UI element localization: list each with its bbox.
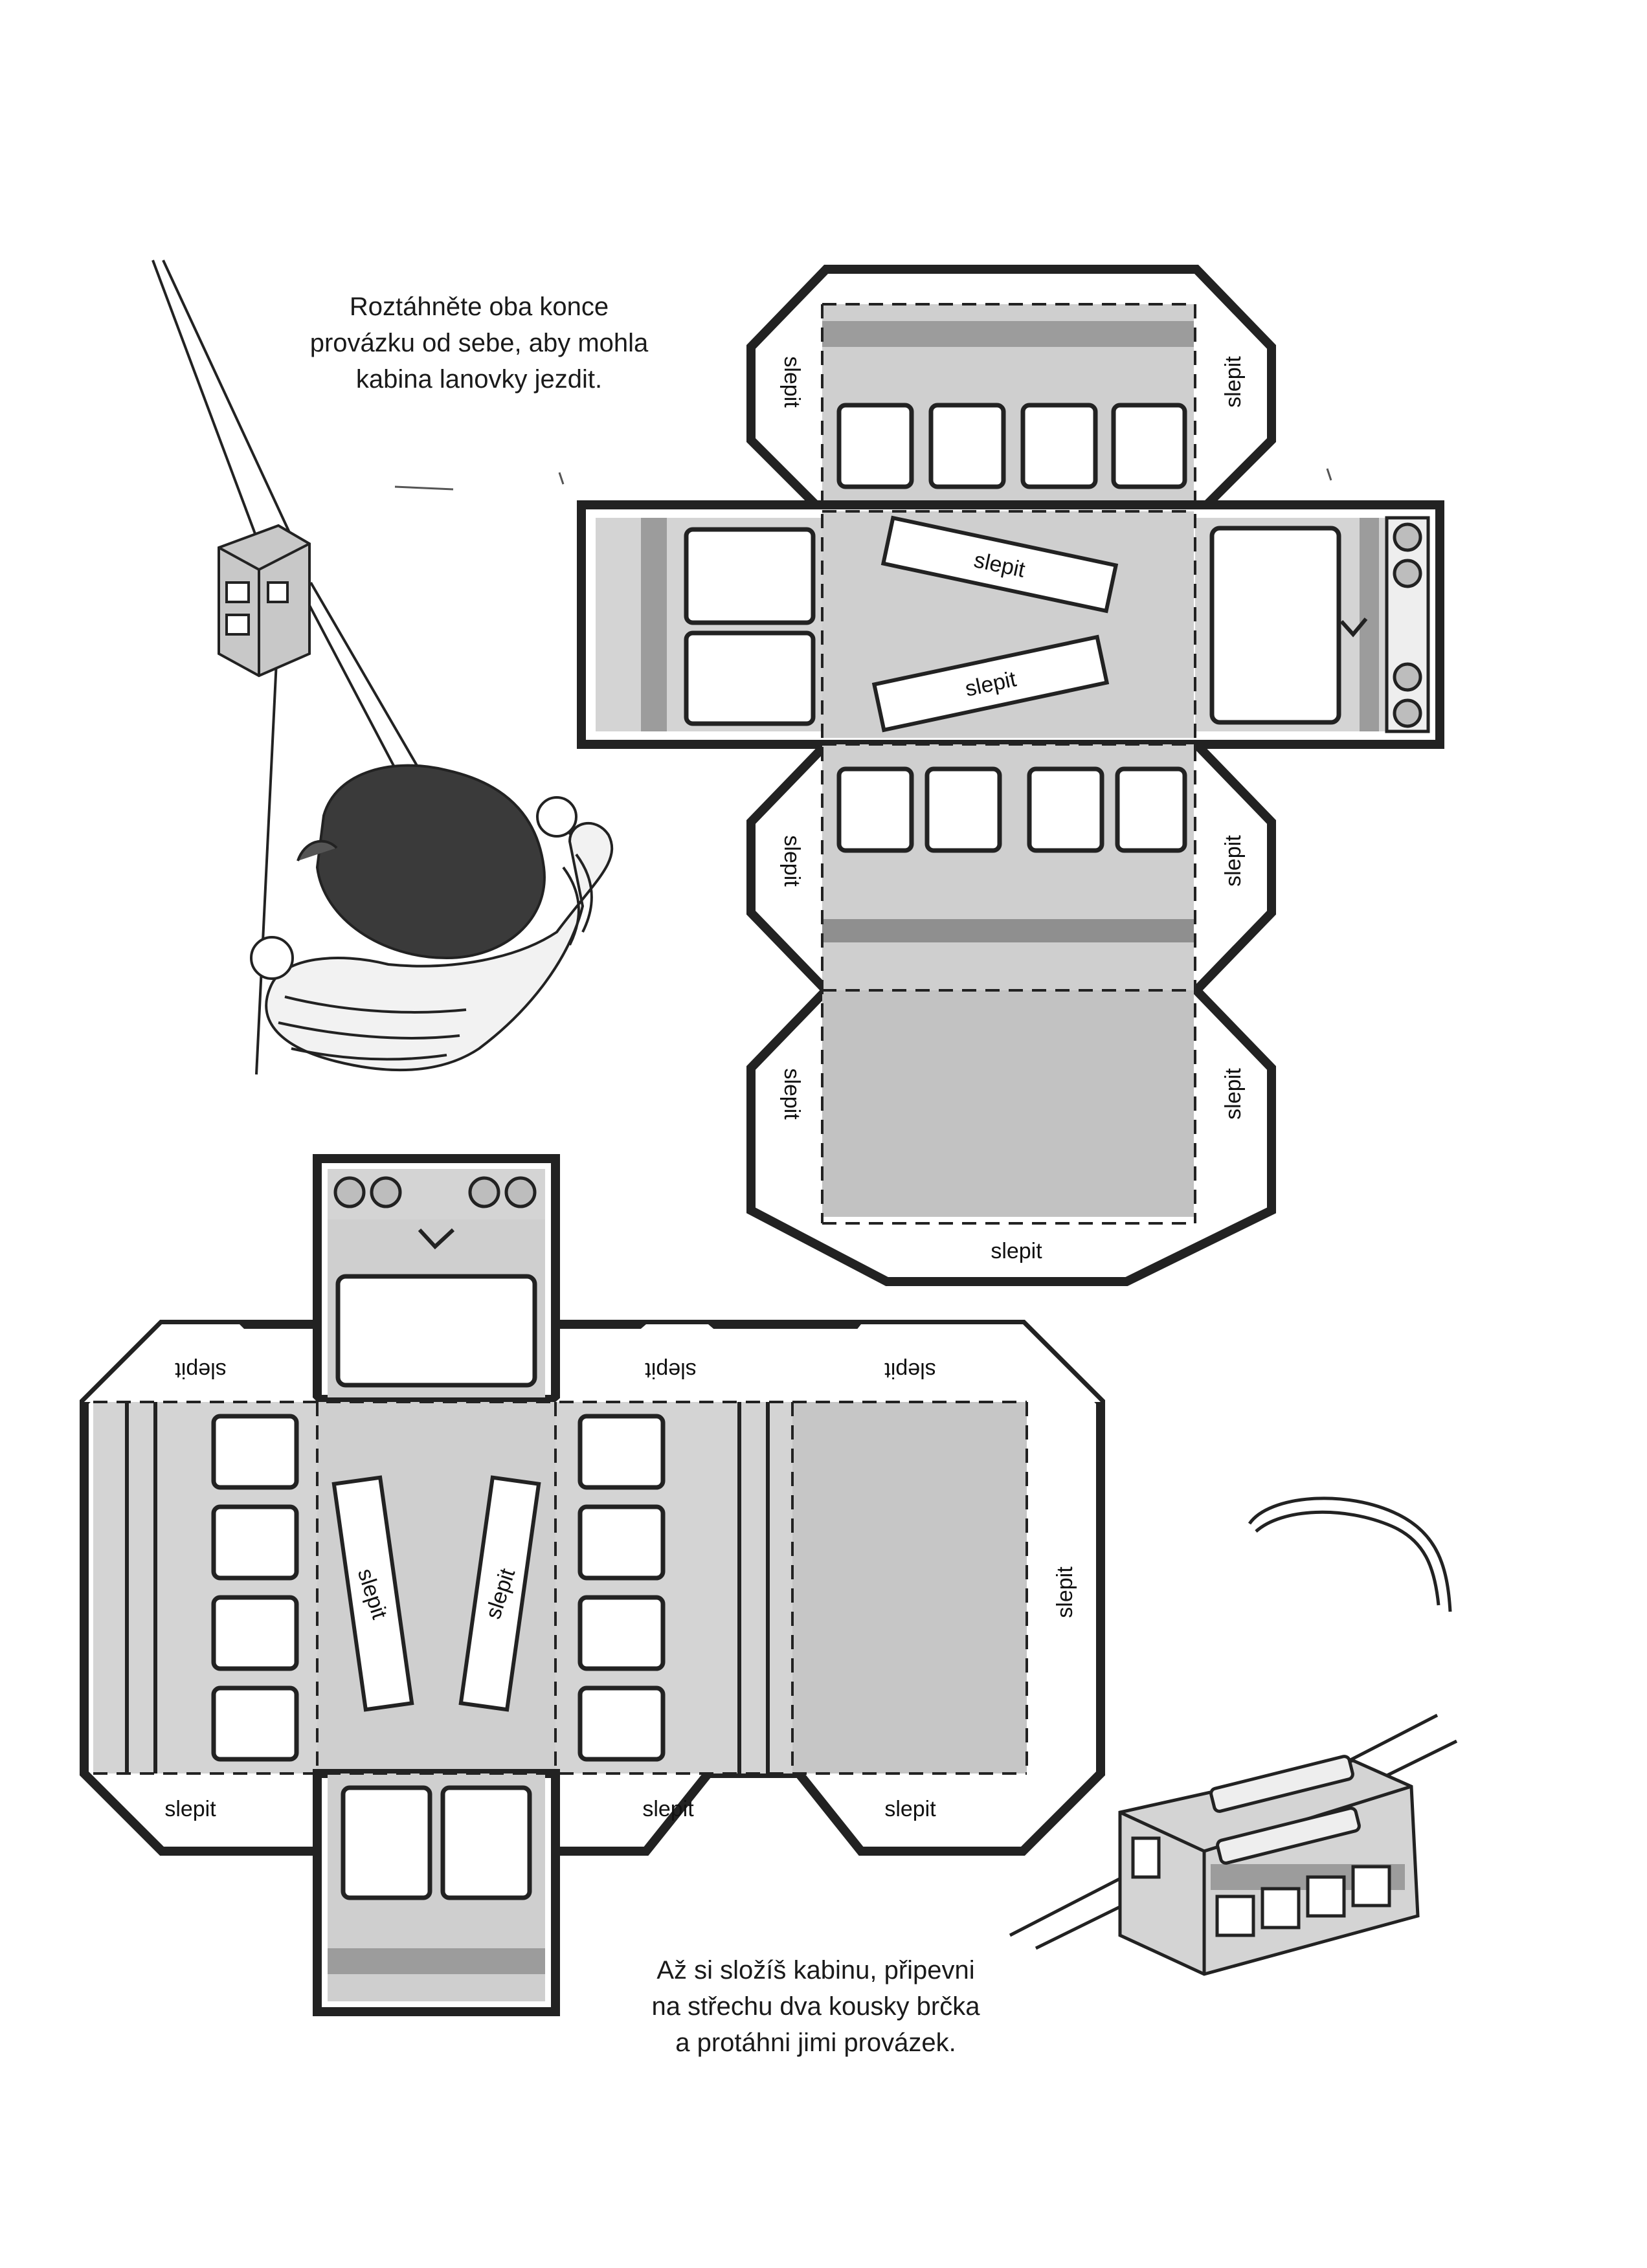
glue-label: slepit (642, 1797, 694, 1821)
instructions-bottom-line-1: Až si složíš kabinu, připevni (656, 1956, 975, 1984)
child-illustration (151, 260, 614, 1075)
glue-label: slepit (175, 1358, 227, 1383)
instructions-bottom: Až si složíš kabinu, připevni na střechu… (622, 1952, 1010, 2061)
glue-label: slepit (991, 1239, 1042, 1263)
glue-label: slepit (884, 1358, 936, 1383)
cabin-net-top: slepit slepit slepit slepit (577, 265, 1444, 1286)
glue-label: slepit (645, 1358, 697, 1383)
instructions-top-line-2: provázku od sebe, aby mohla (309, 329, 649, 357)
mini-cable-car-icon (218, 524, 311, 678)
straw-icon (1216, 1807, 1361, 1865)
straw-icon (1209, 1755, 1354, 1813)
child-head-icon (315, 764, 546, 960)
assembled-car-illustration (1009, 1496, 1458, 1976)
glue-label: slepit (884, 1797, 936, 1821)
print-speckles (394, 468, 1332, 491)
instructions-bottom-line-2: na střechu dva kousky brčka (651, 1992, 980, 2021)
glue-label: slepit (779, 1068, 804, 1120)
instructions-top: Roztáhněte oba konce provázku od sebe, a… (272, 289, 686, 397)
instructions-top-line-3: kabina lanovky jezdit. (355, 365, 603, 394)
glue-label: slepit (779, 356, 804, 408)
instructions-top-line-1: Roztáhněte oba konce (349, 293, 609, 321)
glue-label: slepit (1221, 835, 1246, 887)
glue-label: slepit (164, 1797, 216, 1821)
glue-label: slepit (1221, 1068, 1246, 1120)
glue-label: slepit (1053, 1566, 1077, 1618)
instructions-bottom-line-3: a protáhni jimi provázek. (675, 2029, 956, 2057)
glue-label: slepit (779, 835, 804, 887)
glue-label: slepit (1221, 356, 1246, 408)
cabin-net-bottom: slepit slepit slepit slepit (80, 1154, 1105, 2016)
